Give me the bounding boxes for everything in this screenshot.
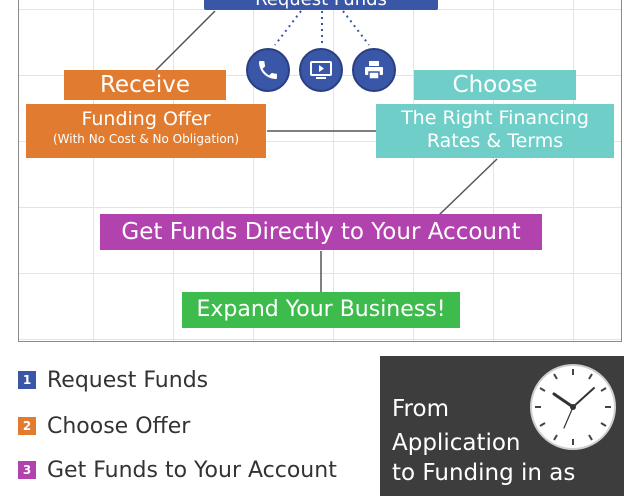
legend-text: Request Funds [47, 367, 209, 393]
expand-business-box: Expand Your Business! [182, 292, 460, 328]
connector-top-to-receive [154, 10, 216, 72]
request-funds-box: Request Funds [204, 0, 438, 10]
choose-label: Choose [414, 70, 576, 100]
legend-text: Get Funds to Your Account [47, 457, 337, 483]
connector-lines [154, 10, 498, 293]
legend-item-choose-offer: 2 Choose Offer [18, 413, 191, 439]
timebox-line-1: From [392, 396, 449, 422]
receive-label: Receive [64, 70, 226, 100]
get-funds-box: Get Funds Directly to Your Account [100, 214, 542, 250]
legend-item-get-funds: 3 Get Funds to Your Account [18, 457, 337, 483]
funding-offer-title: Funding Offer [81, 108, 211, 130]
clock-icon [530, 364, 616, 450]
funding-offer-subtitle: (With No Cost & No Obligation) [52, 132, 240, 146]
legend-text: Choose Offer [47, 413, 191, 439]
legend-number-badge: 1 [18, 371, 36, 389]
phone-icon [246, 48, 290, 92]
funding-time-panel: From Application to Funding in as [380, 356, 624, 496]
financing-terms-line1: The Right Financing [401, 107, 589, 129]
financing-terms-line2: Rates & Terms [426, 130, 564, 152]
timebox-line-2: Application [392, 430, 521, 456]
dotted-connector-phone [274, 10, 302, 46]
video-icon [299, 48, 343, 92]
timebox-line-3: to Funding in as [392, 460, 576, 486]
dotted-connector-printer [342, 10, 370, 46]
funding-offer-box: Funding Offer (With No Cost & No Obligat… [26, 104, 266, 158]
printer-icon [352, 48, 396, 92]
legend-number-badge: 3 [18, 461, 36, 479]
legend-item-request-funds: 1 Request Funds [18, 367, 209, 393]
legend-number-badge: 2 [18, 417, 36, 435]
connector-terms-to-getfunds [438, 158, 498, 216]
financing-terms-box: The Right Financing Rates & Terms [376, 104, 614, 158]
